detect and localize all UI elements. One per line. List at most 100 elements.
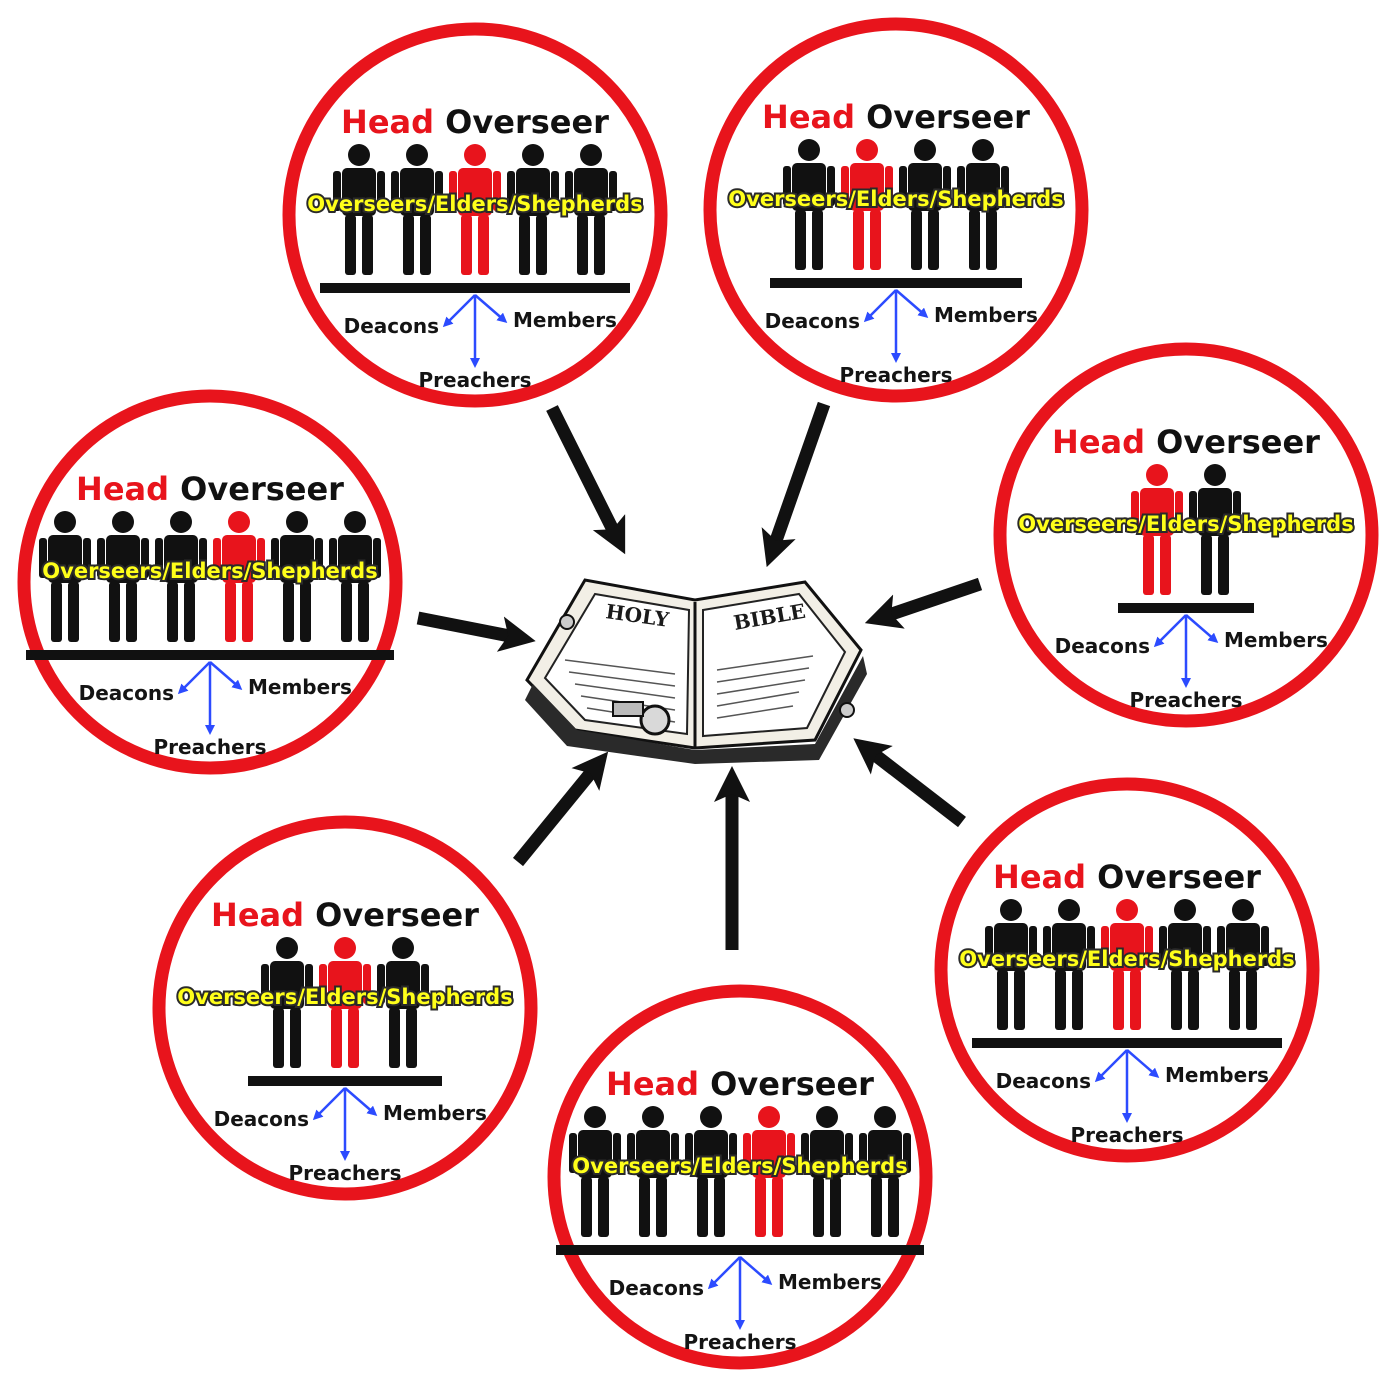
preachers-label: Preachers: [683, 1330, 796, 1354]
church-circle: Head OverseerOverseers/Elders/ShepherdsD…: [993, 342, 1379, 728]
members-label: Members: [778, 1270, 882, 1294]
head-overseer-figure: [449, 144, 501, 275]
elder-figure: [985, 899, 1037, 1030]
elders-label: Overseers/Elders/Shepherds: [1018, 512, 1353, 536]
elder-figure: [261, 937, 313, 1068]
elder-figure: [391, 144, 443, 275]
elder-figure: [155, 511, 207, 642]
platform-bar: [1118, 603, 1254, 613]
overseer-label: Overseer: [710, 1065, 874, 1103]
main-arrows: [416, 401, 983, 950]
space: [169, 470, 180, 508]
delegation-arrows: [1094, 1049, 1160, 1123]
overseer-label: Overseer: [1156, 423, 1320, 461]
members-label: Members: [1165, 1063, 1269, 1087]
elder-figure: [801, 1106, 853, 1237]
delegation-arrows: [1153, 614, 1219, 688]
arrow-from-right: [864, 577, 983, 629]
head-overseer-figure: [743, 1106, 795, 1237]
space: [434, 103, 445, 141]
church-circle: Head OverseerOverseers/Elders/ShepherdsD…: [152, 815, 538, 1201]
elder-figure: [1217, 899, 1269, 1030]
platform-bar: [26, 650, 394, 660]
head-overseer-title: Head Overseer: [341, 103, 609, 141]
members-label: Members: [383, 1101, 487, 1125]
arrow-from-left: [416, 611, 536, 652]
deacons-label: Deacons: [344, 314, 439, 338]
platform-bar: [770, 278, 1022, 288]
overseer-label: Overseer: [445, 103, 609, 141]
head-overseer-title: Head Overseer: [993, 858, 1261, 896]
elders-label: Overseers/Elders/Shepherds: [177, 985, 512, 1009]
red-ring: [17, 389, 403, 775]
church-circle: Head OverseerOverseers/Elders/ShepherdsD…: [17, 389, 403, 775]
churches: Head OverseerOverseers/Elders/ShepherdsD…: [17, 17, 1379, 1370]
platform-bar: [248, 1076, 442, 1086]
church-circle: Head OverseerOverseers/Elders/ShepherdsD…: [703, 17, 1089, 403]
head-label: Head: [211, 896, 304, 934]
space: [1086, 858, 1097, 896]
elder-figure: [329, 511, 381, 642]
head-label: Head: [993, 858, 1086, 896]
elders-label: Overseers/Elders/Shepherds: [959, 947, 1294, 971]
elders-label: Overseers/Elders/Shepherds: [728, 187, 1063, 211]
arrow-from-bottom-right: [853, 738, 966, 828]
red-ring: [703, 17, 1089, 403]
members-label: Members: [248, 675, 352, 699]
elder-figure: [507, 144, 559, 275]
head-overseer-figure: [1131, 464, 1183, 595]
holy-bible-image: HOLY BIBLE: [525, 578, 867, 764]
elder-figure: [859, 1106, 911, 1237]
church-circle: Head OverseerOverseers/Elders/ShepherdsD…: [934, 777, 1320, 1163]
head-overseer-title: Head Overseer: [76, 470, 344, 508]
elders-label: Overseers/Elders/Shepherds: [42, 559, 377, 583]
members-label: Members: [513, 308, 617, 332]
preachers-label: Preachers: [288, 1161, 401, 1185]
preachers-label: Preachers: [1129, 688, 1242, 712]
deacons-label: Deacons: [214, 1107, 309, 1131]
elder-figure: [377, 937, 429, 1068]
space: [1145, 423, 1156, 461]
elder-figure: [1189, 464, 1241, 595]
elders-label: Overseers/Elders/Shepherds: [307, 192, 642, 216]
preachers-label: Preachers: [1070, 1123, 1183, 1147]
preachers-label: Preachers: [839, 363, 952, 387]
delegation-arrows: [177, 661, 243, 735]
platform-bar: [320, 283, 630, 293]
deacons-label: Deacons: [765, 309, 860, 333]
preachers-label: Preachers: [153, 735, 266, 759]
arrow-from-bottom-left: [512, 751, 609, 867]
head-overseer-figure: [841, 139, 893, 270]
platform-bar: [972, 1038, 1282, 1048]
deacons-label: Deacons: [1055, 634, 1150, 658]
elder-figure: [1159, 899, 1211, 1030]
deacons-label: Deacons: [609, 1276, 704, 1300]
elder-figure: [1043, 899, 1095, 1030]
head-overseer-title: Head Overseer: [1052, 423, 1320, 461]
delegation-arrows: [312, 1087, 378, 1161]
elder-figure: [271, 511, 323, 642]
elder-figure: [333, 144, 385, 275]
arrow-from-top-left: [546, 405, 626, 555]
head-label: Head: [341, 103, 434, 141]
deacons-label: Deacons: [996, 1069, 1091, 1093]
head-overseer-title: Head Overseer: [762, 98, 1030, 136]
platform-bar: [556, 1245, 924, 1255]
overseer-label: Overseer: [1097, 858, 1261, 896]
preachers-label: Preachers: [418, 368, 531, 392]
elder-figure: [97, 511, 149, 642]
members-label: Members: [934, 303, 1038, 327]
elder-figure: [899, 139, 951, 270]
elder-figure: [569, 1106, 621, 1237]
head-overseer-figure: [1101, 899, 1153, 1030]
church-circle: Head OverseerOverseers/Elders/ShepherdsD…: [547, 984, 933, 1370]
head-label: Head: [762, 98, 855, 136]
elder-figure: [957, 139, 1009, 270]
arrow-from-top-right: [761, 401, 831, 568]
elder-figure: [783, 139, 835, 270]
overseer-label: Overseer: [866, 98, 1030, 136]
red-ring: [993, 342, 1379, 728]
elders-label: Overseers/Elders/Shepherds: [572, 1154, 907, 1178]
space: [855, 98, 866, 136]
